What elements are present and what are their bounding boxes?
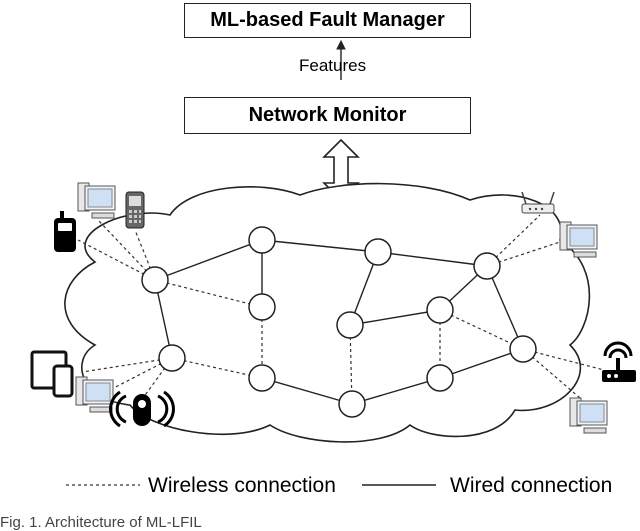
node xyxy=(426,296,454,324)
node xyxy=(338,390,366,418)
mobile-phone-icon xyxy=(125,191,145,229)
desktop-computer-icon xyxy=(559,221,598,258)
node xyxy=(364,238,392,266)
network-cloud xyxy=(64,182,591,443)
walkie-talkie-icon xyxy=(54,211,76,252)
desktop-computer-icon xyxy=(77,182,116,219)
tablet-icon xyxy=(30,350,74,398)
network-monitor-box: Network Monitor xyxy=(184,97,471,134)
fault-manager-label: ML-based Fault Manager xyxy=(210,9,445,31)
wireless-sensor-icon xyxy=(109,390,175,428)
desktop-computer-icon xyxy=(569,397,608,434)
node xyxy=(426,364,454,392)
node xyxy=(509,335,537,363)
figure-caption: Fig. 1. Architecture of ML-LFIL xyxy=(0,514,202,531)
node xyxy=(336,311,364,339)
node xyxy=(248,226,276,254)
fault-manager-box: ML-based Fault Manager xyxy=(184,3,471,38)
node xyxy=(248,364,276,392)
node xyxy=(141,266,169,294)
wireless-router-icon xyxy=(602,341,636,382)
features-arrow xyxy=(336,39,346,80)
network-monitor-label: Network Monitor xyxy=(248,104,407,126)
legend-wired-label: Wired connection xyxy=(450,474,613,497)
legend-wireless-label: Wireless connection xyxy=(148,474,336,497)
node xyxy=(248,293,276,321)
access-point-icon xyxy=(521,191,555,214)
network-nodes xyxy=(141,226,537,418)
desktop-computer-icon xyxy=(75,376,114,413)
features-label: Features xyxy=(299,56,367,75)
node xyxy=(473,252,501,280)
node xyxy=(158,344,186,372)
